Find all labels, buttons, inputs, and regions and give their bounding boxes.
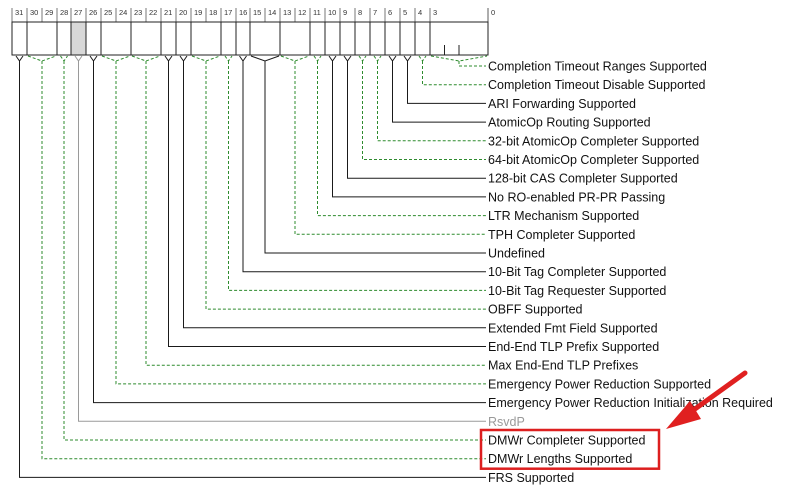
bit-number: 12 xyxy=(298,8,306,17)
bit-number: 24 xyxy=(119,8,127,17)
leader-line xyxy=(60,55,486,441)
bit-number: 16 xyxy=(239,8,247,17)
bit-number: 27 xyxy=(74,8,82,17)
bit-number: 9 xyxy=(343,8,347,17)
field-label: AtomicOp Routing Supported xyxy=(488,116,651,130)
field-label: 64-bit AtomicOp Completer Supported xyxy=(488,153,699,167)
leader-line xyxy=(164,55,486,347)
bit-number: 26 xyxy=(89,8,97,17)
field-label: 10-Bit Tag Completer Supported xyxy=(488,265,666,279)
field-label: Completion Timeout Ranges Supported xyxy=(488,60,707,74)
field-label: DMWr Lengths Supported xyxy=(488,452,632,466)
field-label: RsvdP xyxy=(488,415,525,429)
bit-number: 3 xyxy=(433,8,437,17)
bit-number: 11 xyxy=(313,8,321,17)
leader-line xyxy=(131,55,486,366)
leader-line xyxy=(89,55,486,404)
bit-number: 31 xyxy=(15,8,23,17)
leader-line xyxy=(239,55,486,273)
field-label: Emergency Power Reduction Supported xyxy=(488,377,711,391)
bit-number: 18 xyxy=(209,8,217,17)
bit-number: 23 xyxy=(134,8,142,17)
field-label: Completion Timeout Disable Supported xyxy=(488,78,706,92)
bit-number: 17 xyxy=(224,8,232,17)
leader-line xyxy=(15,55,486,478)
field-label: LTR Mechanism Supported xyxy=(488,209,639,223)
field-label: 128-bit CAS Completer Supported xyxy=(488,172,678,186)
bit-number: 6 xyxy=(388,8,392,17)
bit-number: 29 xyxy=(45,8,53,17)
field-label: Undefined xyxy=(488,247,545,261)
leader-line xyxy=(358,55,486,160)
leader-line xyxy=(328,55,486,198)
leader-line xyxy=(191,55,486,310)
leader-line xyxy=(27,55,486,460)
bit-number: 5 xyxy=(403,8,407,17)
field-label: No RO-enabled PR-PR Passing xyxy=(488,190,665,204)
highlight-box xyxy=(479,428,661,470)
bit-number: 13 xyxy=(283,8,291,17)
leader-line xyxy=(224,55,486,291)
field-labels: Completion Timeout Ranges SupportedCompl… xyxy=(488,60,773,485)
bit-number: 28 xyxy=(60,8,68,17)
bit-number: 15 xyxy=(253,8,261,17)
bit-number: 19 xyxy=(194,8,202,17)
leader-line xyxy=(179,55,486,329)
red-arrow-icon xyxy=(666,370,748,429)
leader-line xyxy=(313,55,486,217)
annotation-overlay xyxy=(479,370,748,470)
bit-number: 4 xyxy=(418,8,422,17)
field-label: OBFF Supported xyxy=(488,303,583,317)
bit-number: 30 xyxy=(30,8,38,17)
bit-number: 25 xyxy=(104,8,112,17)
leader-line xyxy=(280,55,486,235)
bit-number: 20 xyxy=(179,8,187,17)
leader-line xyxy=(430,55,488,67)
bit-number: 14 xyxy=(268,8,276,17)
leader-line xyxy=(343,55,486,179)
leader-line xyxy=(250,55,486,254)
field-label: Max End-End TLP Prefixes xyxy=(488,359,638,373)
bit-number: 22 xyxy=(149,8,157,17)
register-box xyxy=(11,21,489,56)
reserved-cell xyxy=(71,22,86,55)
bit-number: 8 xyxy=(358,8,362,17)
field-leader-lines xyxy=(15,55,488,478)
leader-line xyxy=(403,55,486,104)
leader-line xyxy=(418,55,486,86)
bit-number: 0 xyxy=(491,8,495,17)
field-label: 10-Bit Tag Requester Supported xyxy=(488,284,666,298)
leader-line xyxy=(101,55,486,385)
field-label: TPH Completer Supported xyxy=(488,228,635,242)
leader-line xyxy=(373,55,486,142)
bit-number: 21 xyxy=(164,8,172,17)
field-label: FRS Supported xyxy=(488,471,574,485)
bit-number: 10 xyxy=(328,8,336,17)
field-label: 32-bit AtomicOp Completer Supported xyxy=(488,134,699,148)
bit-number: 7 xyxy=(373,8,377,17)
field-label: DMWr Completer Supported xyxy=(488,434,646,448)
field-label: Emergency Power Reduction Initialization… xyxy=(488,396,773,410)
field-label: Extended Fmt Field Supported xyxy=(488,321,658,335)
field-label: End-End TLP Prefix Supported xyxy=(488,340,659,354)
leader-line xyxy=(74,55,486,422)
leader-line xyxy=(388,55,486,123)
field-label: ARI Forwarding Supported xyxy=(488,97,636,111)
